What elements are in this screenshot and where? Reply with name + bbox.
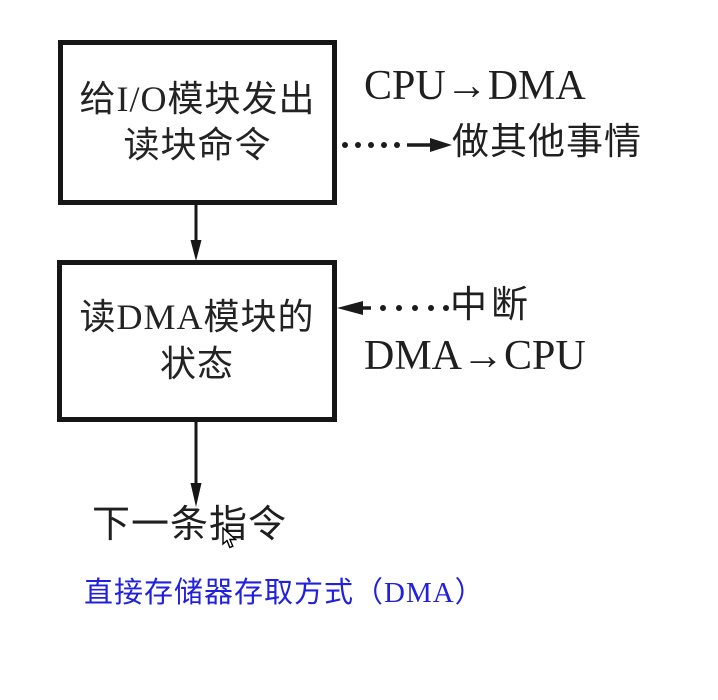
label-interrupt: 中断 [450, 285, 532, 326]
diagram-caption: 直接存储器存取方式（DMA） [84, 577, 485, 609]
down-arrow-icon [190, 421, 202, 507]
box2-text-line1: 读DMA模块的 [79, 297, 315, 338]
flow-box-issue-read-command: 给I/O模块发出 读块命令 [58, 40, 337, 205]
label-next-instruction: 下一条指令 [92, 504, 288, 546]
label-do-other-things: 做其他事情 [452, 122, 642, 163]
box1-text-line2: 读块命令 [123, 125, 272, 165]
mouse-cursor-icon [222, 527, 237, 549]
label-cpu-to-dma: CPU→DMA [364, 63, 586, 109]
down-arrow-icon [190, 204, 202, 261]
flow-box-read-dma-status: 读DMA模块的 状态 [57, 260, 337, 422]
label-dma-to-cpu: DMA→CPU [364, 333, 586, 379]
box1-text-line1: 给I/O模块发出 [79, 78, 316, 119]
dotted-left-arrow-icon [337, 301, 449, 315]
box2-text-line2: 状态 [159, 343, 234, 384]
dotted-right-arrow-icon [342, 138, 452, 152]
